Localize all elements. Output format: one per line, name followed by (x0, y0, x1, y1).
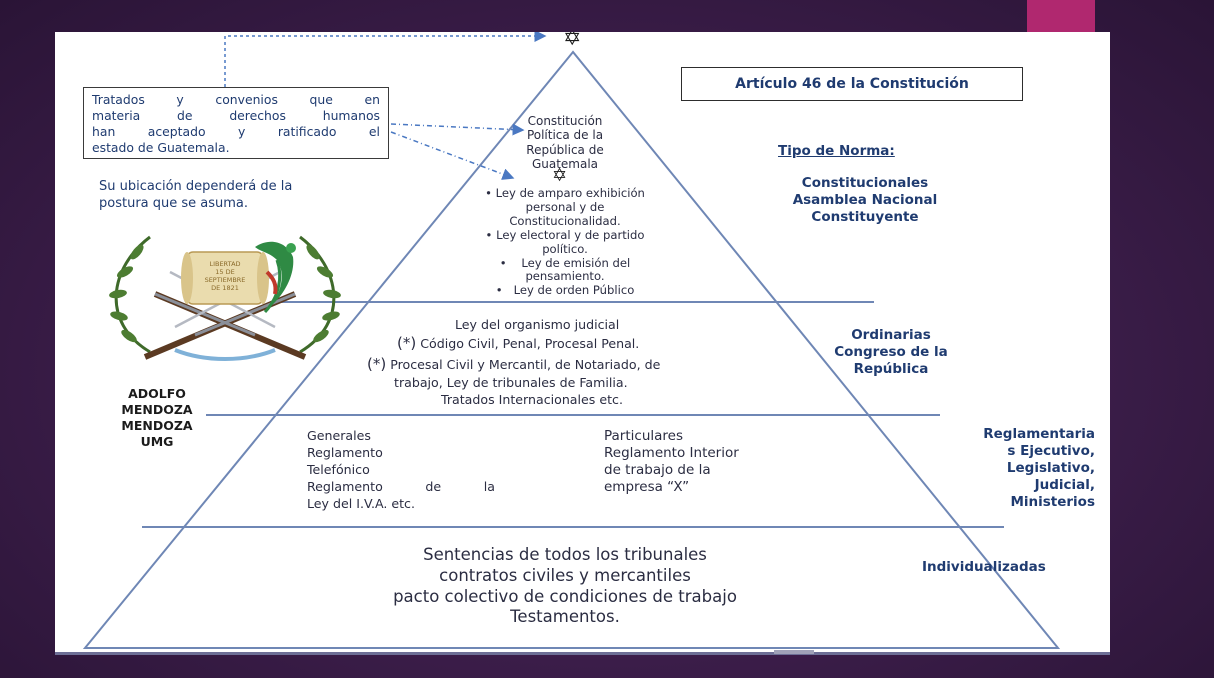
tier2-marker-2: (*) (367, 354, 387, 373)
tier3-label-line-1: Reglamentaria (983, 426, 1095, 442)
tier1-label-line-1: Constitucionales (801, 175, 929, 191)
tier3-particulares: Particulares Reglamento Interior de trab… (604, 428, 814, 496)
law-bullet: • (495, 283, 503, 298)
connector-top (224, 32, 547, 87)
particulares-line-1: Particulares (604, 428, 683, 444)
tier1-label-line-2: Asamblea Nacional (792, 191, 938, 208)
constitution-line-4: Guatemala (531, 157, 599, 172)
law-electoral-line-1: Ley electoral y de partido (496, 227, 645, 242)
tier1-label: Constitucionales Asamblea Nacional Const… (745, 175, 985, 226)
treaties-note-line-2: materia de derechos humanos (92, 107, 380, 123)
generales-line-4: Reglamento de la (307, 478, 495, 494)
slide: LIBERTAD 15 DE SEPTIEMBRE DE 1821 Tratad… (55, 32, 1110, 654)
generales-line-2: Reglamento (307, 444, 383, 460)
article-title-box: Artículo 46 de la Constitución (681, 67, 1023, 101)
law-amparo-line-2: personal y de (525, 199, 605, 214)
constitution-block: Constitución Política de la República de… (495, 114, 635, 172)
tier2-label-line-3: República (853, 360, 929, 377)
scroll-line-1: LIBERTAD (209, 260, 240, 268)
particulares-line-2: Reglamento Interior (604, 445, 739, 461)
particulares-line-3: de trabajo de la (604, 462, 711, 478)
tier3-label-line-4: Judicial, (1034, 476, 1095, 493)
author-line-3: MENDOZA (121, 418, 193, 433)
scroll-line-3: SEPTIEMBRE (205, 276, 246, 284)
tier3-label-line-5: Ministerios (1010, 493, 1095, 510)
author-line-4: UMG (140, 434, 174, 449)
treaties-note-line-3: han aceptado y ratificado el (92, 123, 380, 139)
ubicacion-text: Su ubicación dependerá de la postura que… (99, 178, 292, 212)
tier2-line-2: Código Civil, Penal, Procesal Penal. (420, 336, 640, 352)
treaties-note-line-4: estado de Guatemala. (92, 139, 230, 155)
law-item-electoral: • Ley electoral y de partido político. (450, 227, 680, 257)
law-emision-line-1: Ley de emisión del (521, 255, 631, 270)
generales-line-1: Generales (307, 428, 371, 443)
tier2-line-3-row: (*) Procesal Civil y Mercantil, de Notar… (347, 354, 787, 374)
top-star-icon: ✡ (563, 32, 582, 51)
generales-line-5: Ley del I.V.A. etc. (307, 495, 415, 511)
tier2-label-line-1: Ordinarias (851, 327, 931, 343)
author-line-1: ADOLFO (128, 386, 186, 401)
generales-line-3: Telefónico (307, 461, 370, 477)
law-amparo-line-3: Constitucionalidad. (509, 213, 621, 228)
tier3-generales: Generales Reglamento Telefónico Reglamen… (307, 428, 495, 512)
tier2-line-5: Tratados Internacionales etc. (441, 392, 623, 408)
tier1-law-list: • Ley de amparo exhibición personal y de… (450, 186, 680, 298)
tier3-label-line-3: Legislativo, (1006, 459, 1095, 476)
tier4-line-3: pacto colectivo de condiciones de trabaj… (393, 586, 737, 606)
law-orden-line-1: Ley de orden Público (513, 283, 635, 298)
ubicacion-line-2: postura que se asuma. (99, 196, 249, 212)
law-emision-line-2: pensamiento. (525, 269, 605, 284)
pyramid-outline (82, 50, 1061, 649)
tier2-line-4: trabajo, Ley de tribunales de Familia. (394, 374, 628, 390)
tier3-label: Reglamentaria s Ejecutivo, Legislativo, … (935, 426, 1095, 510)
pyramid-diagram: LIBERTAD 15 DE SEPTIEMBRE DE 1821 (82, 32, 1061, 649)
particulares-line-4: empresa “X” (604, 479, 690, 495)
treaties-note-line-1: Tratados y convenios que en (92, 92, 380, 107)
coat-of-arms-emblem: LIBERTAD 15 DE SEPTIEMBRE DE 1821 (109, 235, 341, 361)
law-item-amparo: • Ley de amparo exhibición personal y de… (450, 186, 680, 229)
constitution-line-1: Constitución (527, 114, 603, 128)
law-bullet: • (485, 186, 492, 200)
tier2-line-2-row: (*) Código Civil, Penal, Procesal Penal. (347, 333, 787, 353)
connector-laws (390, 131, 515, 180)
law-amparo-line-1: Ley de amparo exhibición (495, 186, 645, 200)
tier2-marker-1: (*) (397, 334, 417, 353)
slide-bottom-bar (55, 652, 1110, 655)
tier2-line-3: Procesal Civil y Mercantil, de Notariado… (390, 356, 661, 372)
tier4-line-1: Sentencias de todos los tribunales (423, 545, 707, 564)
treaties-note-box: Tratados y convenios que en materia de d… (83, 87, 389, 159)
tier4-line-4: Testamentos. (510, 607, 620, 627)
middle-star-icon: ✡ (552, 165, 568, 186)
law-bullet: • (485, 227, 493, 242)
scroll-line-4: DE 1821 (211, 284, 239, 292)
author-block: ADOLFO MENDOZA MENDOZA UMG (107, 386, 207, 450)
law-electoral-line-2: político. (542, 241, 588, 256)
tier4-content: Sentencias de todos los tribunales contr… (355, 545, 775, 628)
tier1-label-line-3: Constituyente (811, 208, 919, 225)
law-bullet: • (499, 255, 507, 270)
scroll-indicator (774, 650, 814, 654)
tier3-label-line-2: s Ejecutivo, (1007, 442, 1095, 459)
tier2-line-1: Ley del organismo judicial (455, 317, 620, 332)
tipo-de-norma-heading: Tipo de Norma: (778, 143, 895, 159)
author-line-2: MENDOZA (121, 402, 193, 417)
tier4-label: Individualizadas (922, 559, 1046, 575)
tier4-line-2: contratos civiles y mercantiles (439, 565, 691, 585)
scroll-line-2: 15 DE (215, 268, 234, 276)
constitution-line-3: República de (526, 142, 604, 157)
tier2-label-line-2: Congreso de la (834, 343, 948, 360)
tier2-content: Ley del organismo judicial (*) Código Ci… (347, 316, 787, 408)
accent-tab (1027, 0, 1095, 32)
tier2-label: Ordinarias Congreso de la República (821, 327, 961, 378)
connector-constitution (390, 123, 525, 136)
constitution-line-2: Política de la (526, 128, 604, 143)
law-item-orden: • Ley de orden Público (450, 283, 680, 298)
law-item-emision: • Ley de emisión del pensamiento. (450, 255, 680, 285)
article-title: Artículo 46 de la Constitución (735, 76, 969, 92)
ubicacion-line-1: Su ubicación dependerá de la (99, 179, 293, 194)
